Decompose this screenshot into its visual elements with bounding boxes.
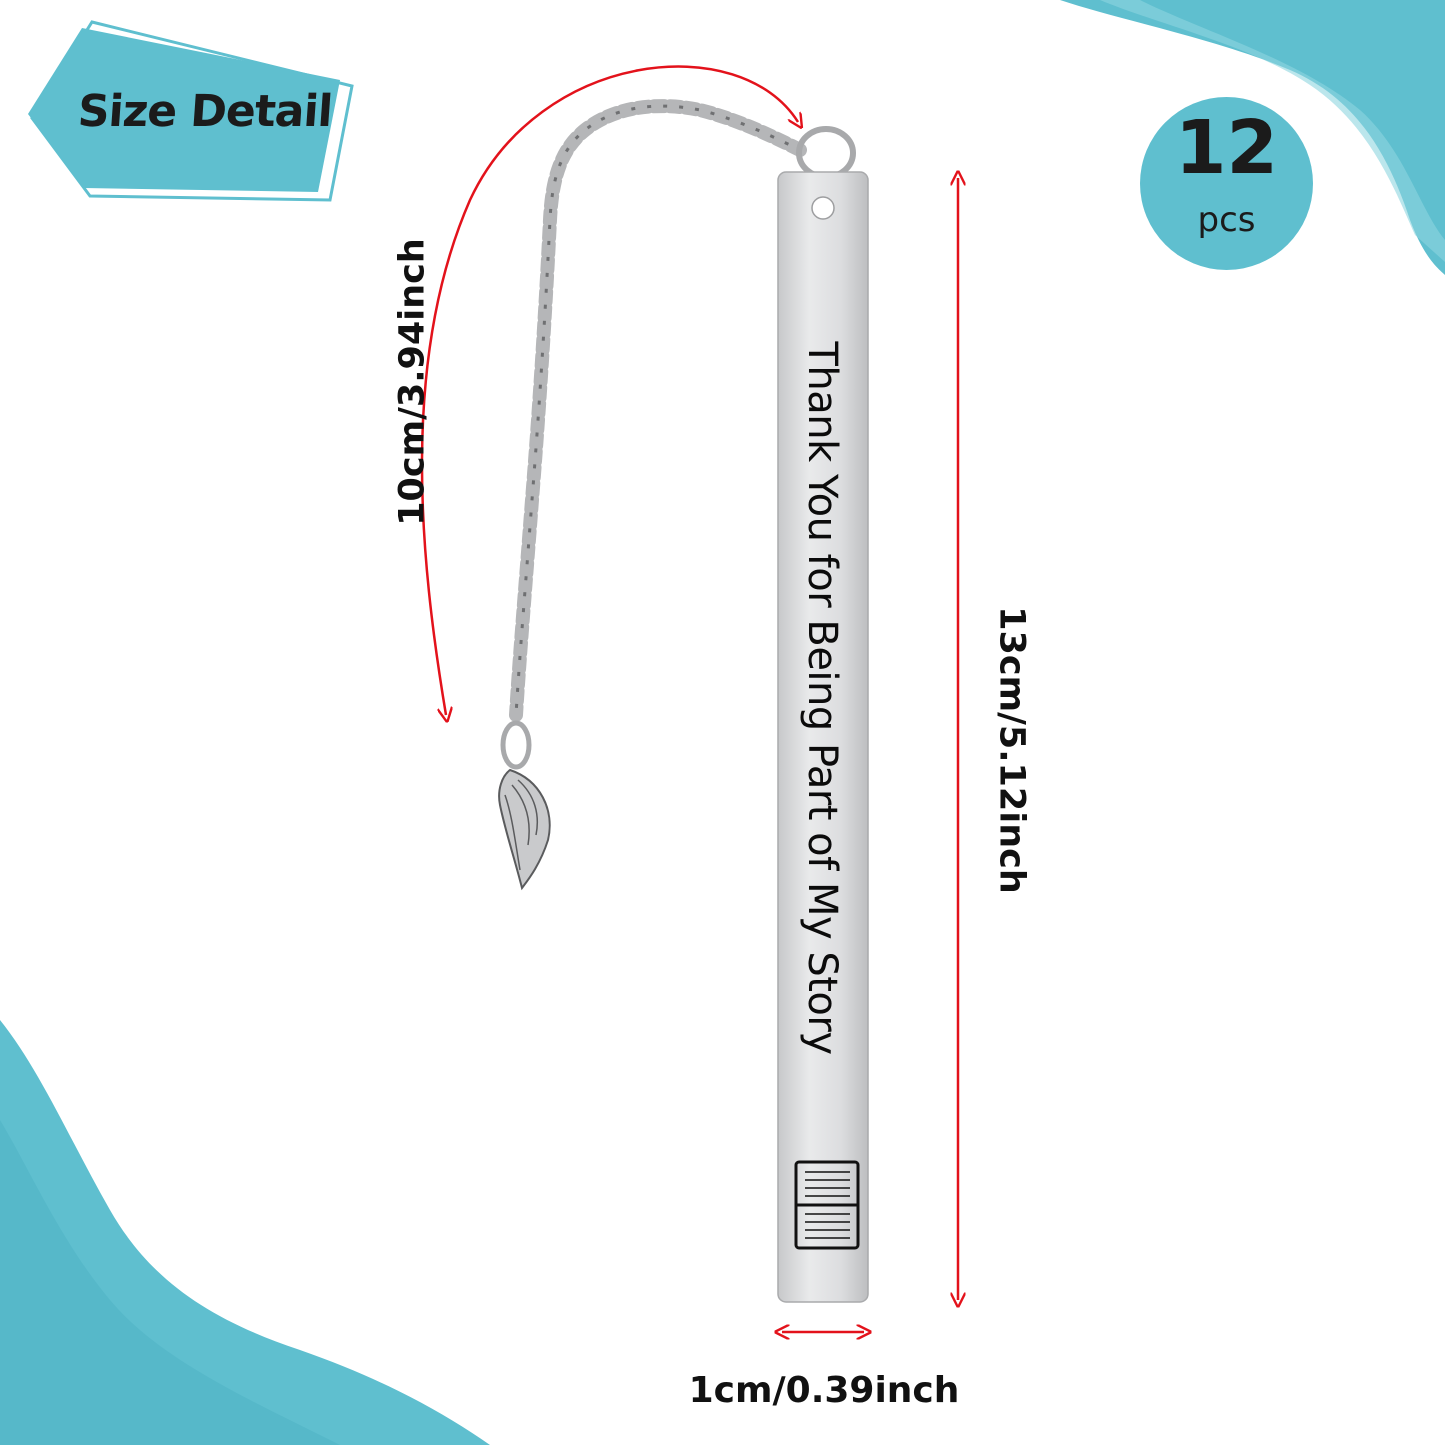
- size-detail-label: Size Detail: [76, 86, 334, 137]
- chain-length-arrow: [420, 65, 798, 715]
- size-detail-ribbon: [28, 20, 354, 202]
- top-jump-ring: [796, 126, 856, 180]
- angel-wing-charm-icon: [498, 768, 551, 891]
- bar-height-label: 13cm/5.12inch: [991, 606, 1032, 894]
- bottom-left-wave-shade: [0, 1120, 340, 1445]
- quantity-badge: 12 pcs: [1140, 97, 1313, 270]
- bookmark-engraving-text: Thank You for Being Part of My Story: [799, 341, 845, 1055]
- quantity-unit: pcs: [1197, 200, 1256, 240]
- bar-width-label: 1cm/0.39inch: [688, 1370, 960, 1411]
- quantity-number: 12: [1175, 105, 1278, 191]
- bookmark-chain: [509, 99, 807, 722]
- top-right-wave-shape: [1060, 0, 1445, 275]
- top-right-wave-highlight: [1100, 0, 1445, 262]
- charm-jump-ring: [500, 720, 532, 770]
- chain-length-label: 10cm/3.94inch: [392, 238, 433, 526]
- bar-hole: [811, 196, 835, 220]
- open-book-icon: [794, 1160, 860, 1250]
- bookmark-bar: [777, 171, 869, 1303]
